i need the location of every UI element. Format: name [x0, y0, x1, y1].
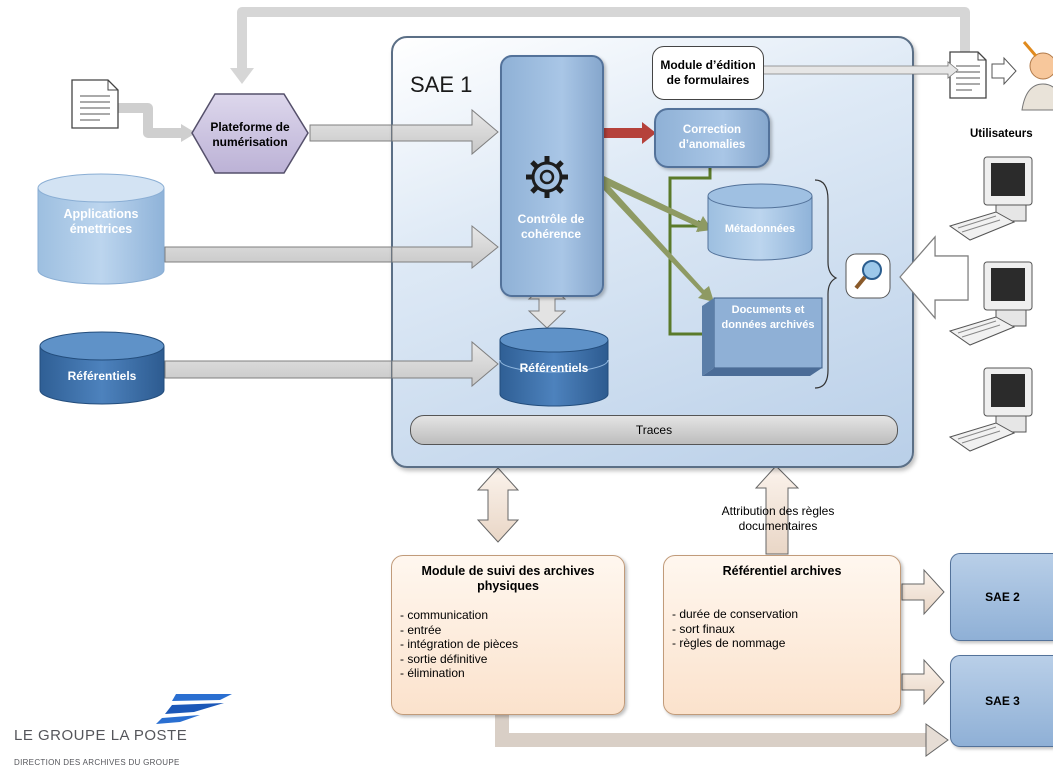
brace-top: [814, 179, 838, 389]
user-icon: [1021, 41, 1053, 111]
magnifier-icon-top: [845, 253, 891, 299]
traces-bar: Traces: [410, 415, 898, 445]
computer-icon: [948, 261, 1033, 346]
list-item: - règles de nommage: [672, 636, 786, 650]
plateforme-hexagon: [191, 93, 309, 174]
output-to-user-arrow: [991, 56, 1017, 86]
applications-label: Applications émettrices: [63, 207, 139, 236]
olive-arrow-top-2: [600, 180, 714, 302]
sae1-suivi-double-arrow: [476, 467, 520, 543]
green-line-top-2: [668, 226, 708, 336]
logo-subtitle: DIRECTION DES ARCHIVES DU GROUPE: [14, 758, 180, 767]
referentiels-inner-label: Référentiels: [519, 361, 589, 375]
green-line-top-1: [668, 168, 712, 228]
referentiels-inner-cylinder-top: [499, 327, 609, 407]
list-item: - sort finaux: [672, 621, 735, 636]
correction-box: Correction d’anomalies: [654, 108, 770, 168]
list-item: - durée de conservation: [672, 607, 799, 621]
list-item: - entrée: [400, 622, 442, 637]
sae2-box: SAE 2: [950, 553, 1053, 641]
list-item: - intégration de pièces: [400, 637, 519, 651]
utilisateurs-label: Utilisateurs: [970, 128, 1033, 140]
red-arrow-top: [602, 122, 656, 144]
referentiels-outer-cylinder: [39, 331, 165, 405]
module-suivi-list: - communication - entrée - intégration d…: [392, 608, 624, 681]
computer-icon: [948, 156, 1033, 241]
refarch-to-sae3-arrow: [901, 658, 945, 706]
feedback-arrowhead: [230, 68, 254, 84]
computer-icon: [948, 367, 1033, 452]
suivi-to-sae3-arrow: [495, 712, 930, 747]
metadonnees-label: Métadonnées: [724, 223, 796, 235]
sae3-label: SAE 3: [985, 694, 1020, 708]
documents-box-top: [702, 297, 823, 376]
metadonnees-cylinder-top: [707, 183, 813, 261]
edition-arrow-top: [761, 61, 959, 79]
arrow-tip-1: [391, 108, 499, 156]
list-item: - élimination: [400, 666, 465, 680]
arrow-tip-3: [391, 340, 499, 388]
module-edition-box: Module d’édition de formulaires: [652, 46, 764, 100]
users-arrow-top: [899, 235, 969, 320]
correction-label: Correction d’anomalies: [678, 124, 746, 151]
output-document-icon: [949, 51, 987, 99]
referentiel-archives-box: Référentiel archives - durée de conserva…: [663, 555, 901, 715]
module-suivi-title: Module de suivi des archives physiques: [421, 564, 595, 593]
applications-cylinder: [37, 173, 165, 285]
referentiel-to-sae1-arrow: [754, 465, 800, 555]
module-suivi-box: Module de suivi des archives physiques -…: [391, 555, 625, 715]
sae1-title: SAE 1: [410, 72, 473, 97]
doc-to-plateforme-arrow: [118, 103, 183, 138]
sae2-label: SAE 2: [985, 590, 1020, 604]
logo-name: LE GROUPE LA POSTE: [14, 727, 188, 744]
plateforme-label: Plateforme de numérisation: [210, 120, 290, 149]
document-icon: [71, 79, 119, 129]
olive-arrow-top-1: [602, 176, 712, 232]
suivi-to-sae3-head: [925, 723, 949, 757]
traces-label: Traces: [635, 423, 673, 437]
gear-icon: [526, 156, 568, 198]
controle-label: Contrôle de cohérence: [517, 212, 585, 241]
doc-arrowhead: [181, 124, 196, 142]
list-item: - communication: [400, 608, 489, 622]
arrow-tip-2: [391, 224, 499, 270]
refarch-to-sae2-arrow: [901, 568, 945, 616]
module-edition-label: Module d’édition de formulaires: [660, 58, 756, 87]
attribution-label: Attribution des règles documentaires: [721, 504, 835, 533]
documents-label: Documents et données archivés: [721, 304, 815, 331]
referentiel-archives-title: Référentiel archives: [722, 564, 842, 578]
list-item: - sortie définitive: [400, 651, 488, 666]
feedback-loop-arrow: [237, 7, 970, 70]
la-poste-logo: [156, 694, 232, 724]
referentiels-outer-label: Référentiels: [67, 369, 137, 383]
referentiel-archives-list: - durée de conservation - sort finaux - …: [664, 607, 900, 651]
sae3-box: SAE 3: [950, 655, 1053, 747]
